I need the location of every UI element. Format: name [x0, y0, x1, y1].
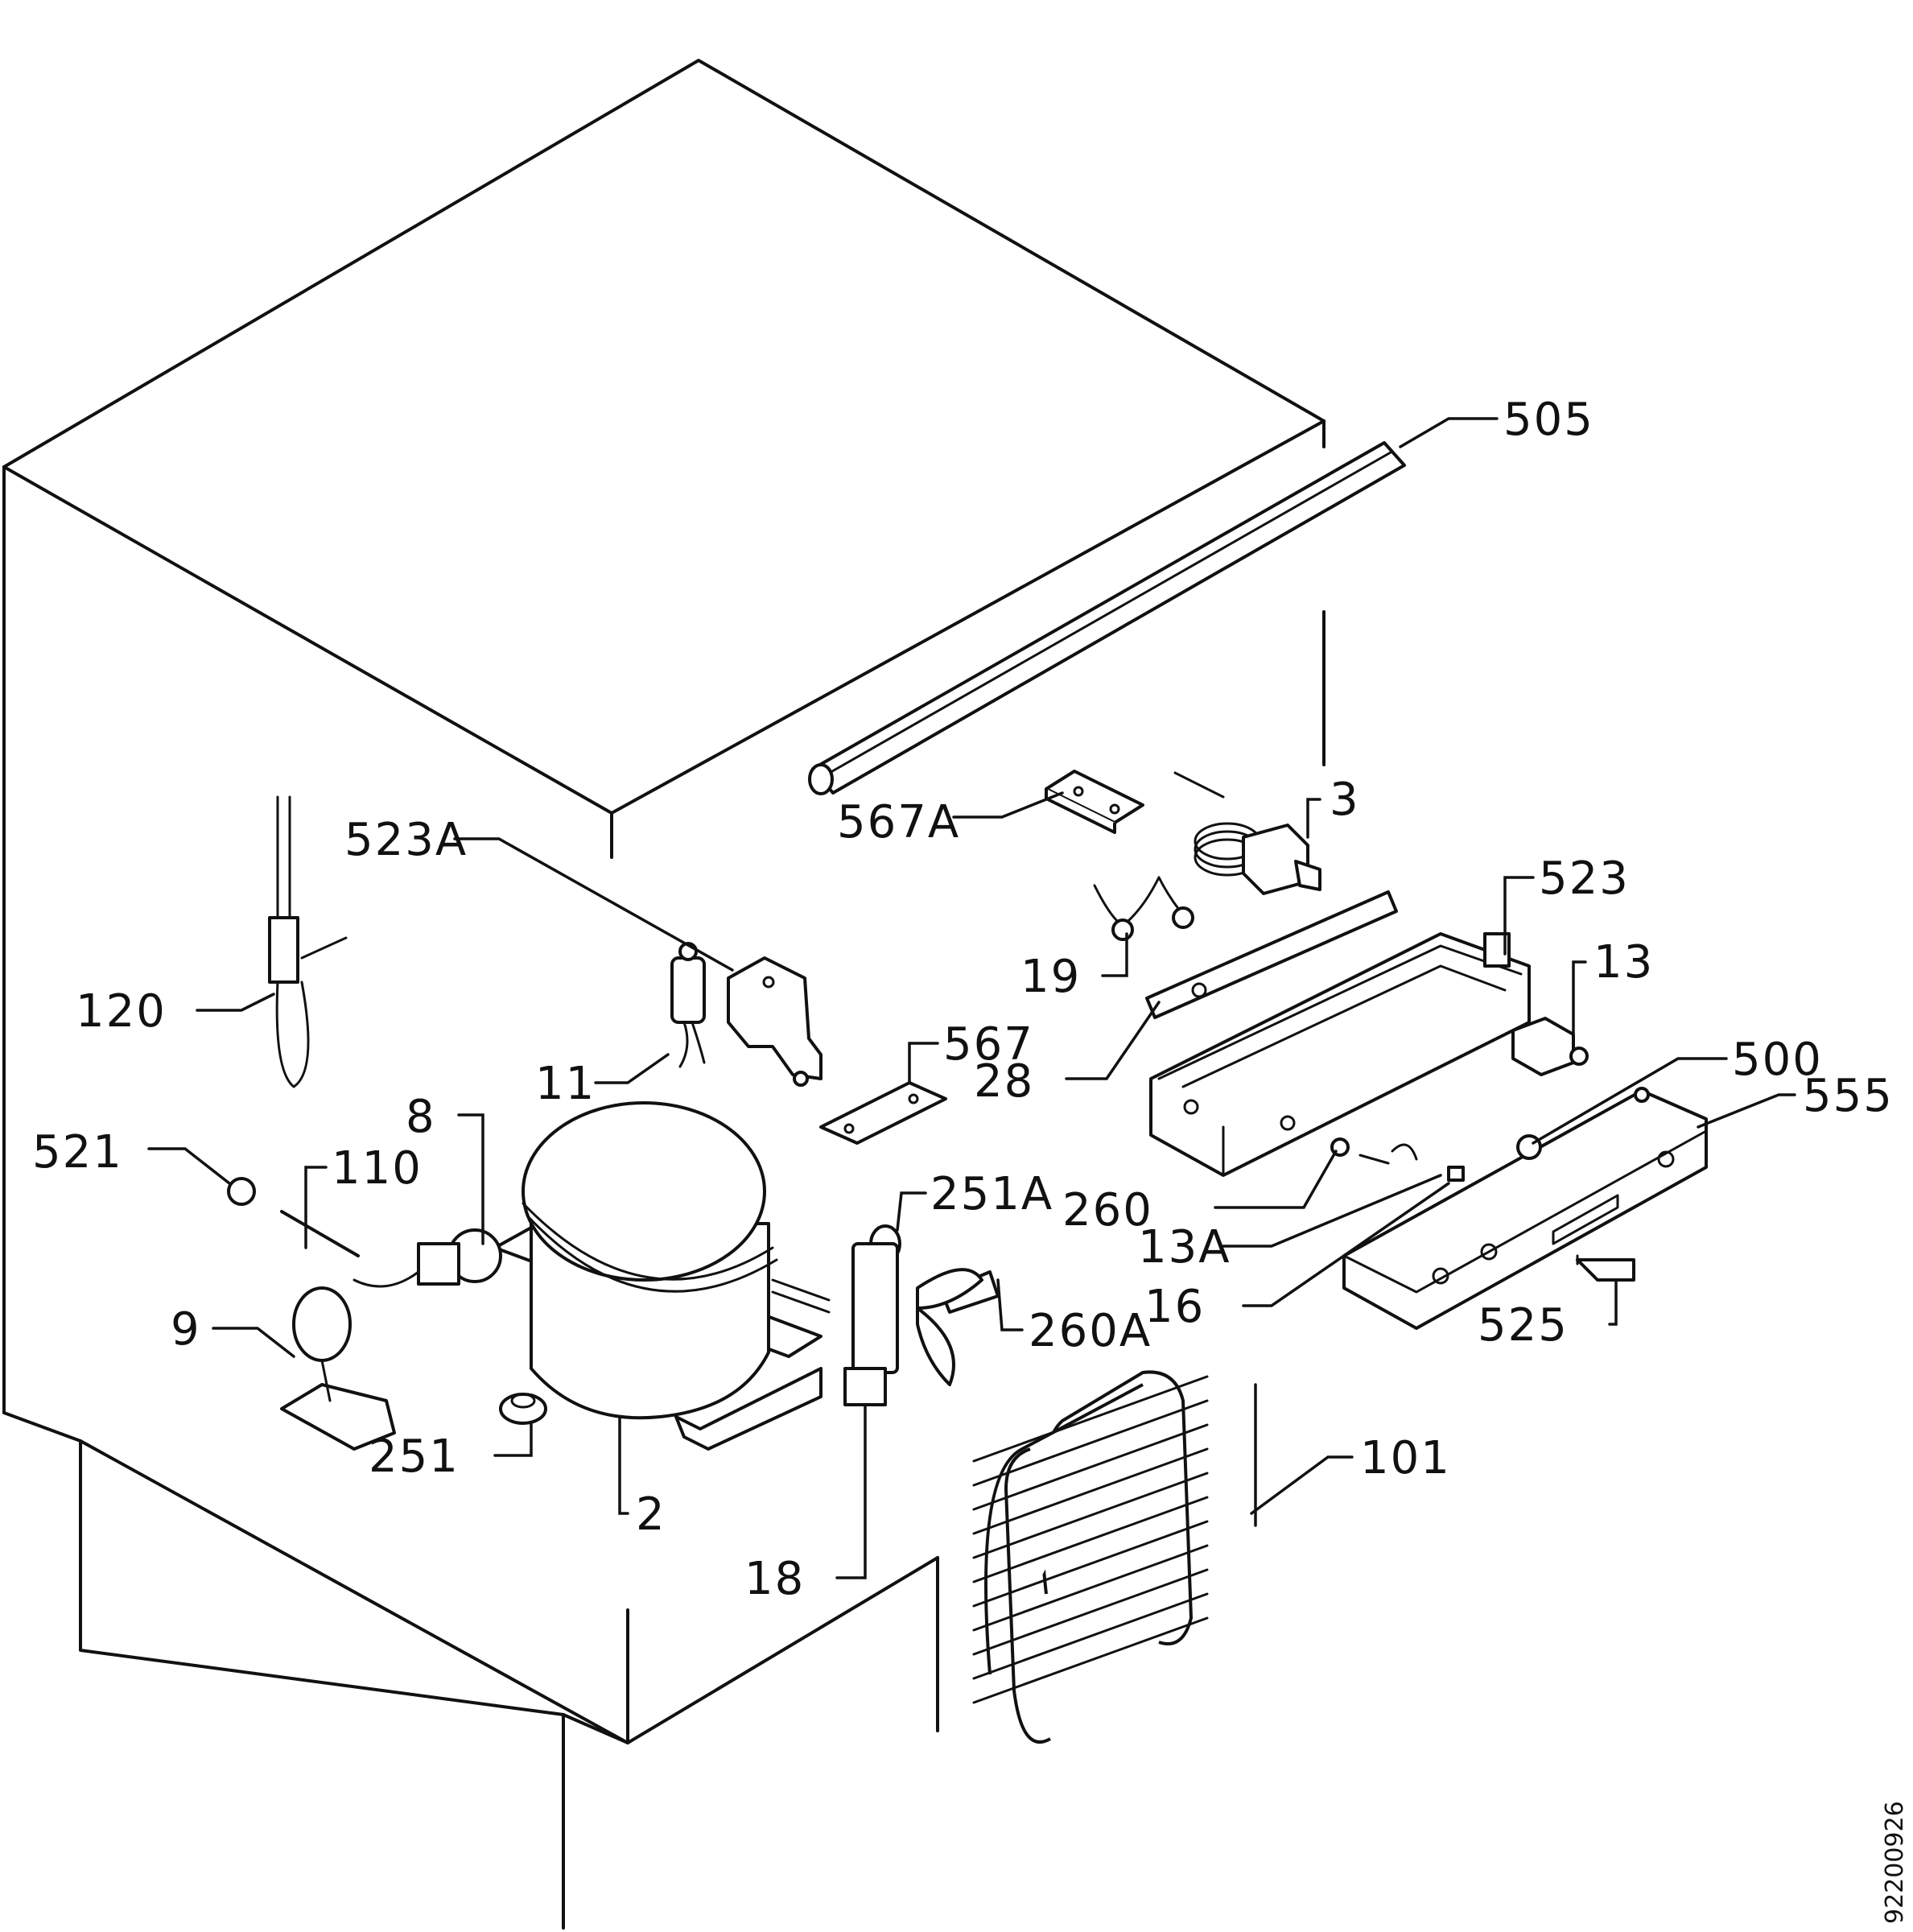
part-505-rail	[808, 441, 1406, 795]
part-120-sensor	[268, 795, 348, 1088]
part-523A-bracket	[727, 956, 823, 1087]
cabinet-outline	[2, 59, 1325, 1930]
callout-28: 28	[974, 1055, 1034, 1108]
callout-567: 567	[943, 1018, 1034, 1071]
part-555-rail	[1342, 1087, 1708, 1330]
part-101-condenser	[972, 1370, 1209, 1744]
part-13-knob	[1511, 1017, 1589, 1076]
callout-9: 9	[171, 1303, 201, 1356]
part-567-plate	[819, 1081, 947, 1145]
callout-11: 11	[535, 1058, 596, 1110]
leader-lines	[147, 417, 1796, 1579]
callout-120: 120	[76, 985, 167, 1038]
part-260-screw	[1330, 1137, 1418, 1165]
callout-523: 523	[1539, 852, 1630, 905]
part-525-clip	[1576, 1254, 1635, 1282]
callout-251A: 251A	[930, 1168, 1053, 1220]
callout-labels: 505 3 567A 523A 523 13 19 120 567 28 500…	[32, 394, 1909, 1924]
callout-525: 525	[1478, 1299, 1569, 1352]
part-8-overload	[353, 1228, 502, 1288]
callout-8: 8	[406, 1091, 436, 1143]
document-id: 92200926	[1881, 1801, 1909, 1924]
callout-505: 505	[1503, 394, 1594, 446]
callout-13: 13	[1593, 936, 1654, 989]
callout-260A: 260A	[1029, 1305, 1152, 1357]
callout-521: 521	[32, 1126, 123, 1179]
part-251-grommet	[499, 1393, 547, 1425]
callout-2: 2	[636, 1488, 666, 1541]
callout-110: 110	[332, 1142, 423, 1195]
callout-555: 555	[1803, 1070, 1894, 1122]
callout-251: 251	[369, 1430, 460, 1483]
callout-18: 18	[744, 1553, 805, 1605]
callout-3: 3	[1330, 774, 1360, 826]
part-567A-clip	[1045, 770, 1144, 834]
part-13A-small	[1447, 1166, 1465, 1182]
callout-500: 500	[1732, 1034, 1823, 1086]
callout-567A: 567A	[837, 796, 960, 848]
condenser-fins	[972, 1375, 1209, 1704]
part-18-fan	[843, 1242, 983, 1406]
callout-16: 16	[1144, 1281, 1205, 1333]
part-521-nut	[227, 1177, 256, 1206]
part-9-clip	[280, 1286, 396, 1451]
part-2-compressor	[493, 1101, 831, 1451]
callout-260: 260	[1062, 1184, 1153, 1236]
callout-523A: 523A	[344, 814, 468, 866]
callout-19: 19	[1020, 951, 1081, 1003]
part-3-thermostat	[1173, 771, 1321, 895]
part-11-relay	[670, 942, 706, 1068]
part-19-wire	[1093, 876, 1194, 941]
callout-101: 101	[1360, 1432, 1451, 1484]
part-110-rod	[280, 1210, 360, 1257]
callout-13A: 13A	[1138, 1221, 1231, 1274]
